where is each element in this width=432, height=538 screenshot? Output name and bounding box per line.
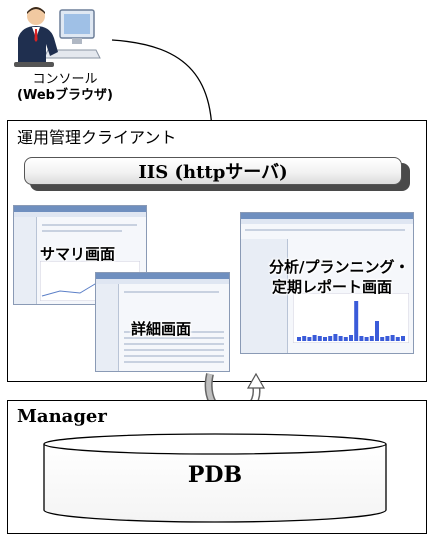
- analysis-thumbnail-bar: [369, 336, 374, 341]
- iis-server-box: IIS (httpサーバ): [24, 157, 402, 185]
- analysis-thumbnail-bar: [390, 335, 395, 341]
- analysis-thumbnail-bar: [333, 334, 338, 341]
- console-label-line1: コンソール: [32, 72, 98, 87]
- analysis-thumbnail-bar: [349, 335, 353, 341]
- analysis-screen-thumbnail: [240, 212, 414, 354]
- analysis-bar-chart: [293, 293, 409, 343]
- analysis-screen-label-line1: 分析/プランニング・: [269, 258, 410, 276]
- management-client-title: 運用管理クライアント: [17, 128, 177, 147]
- analysis-thumbnail-bar: [359, 336, 364, 341]
- analysis-thumbnail-bar: [385, 336, 390, 341]
- analysis-thumbnail-bar: [297, 337, 301, 341]
- analysis-thumbnail-bar: [307, 337, 312, 341]
- analysis-thumbnail-bar: [375, 321, 379, 341]
- analysis-thumbnail-bar: [395, 337, 400, 341]
- analysis-thumbnail-bar: [343, 337, 348, 341]
- analysis-thumbnail-bar: [317, 336, 322, 341]
- analysis-thumbnail-bar: [312, 335, 317, 341]
- iis-server-label: IIS (httpサーバ): [138, 162, 288, 183]
- console-label: コンソール (Webブラウザ): [10, 72, 120, 104]
- manager-title: Manager: [17, 406, 107, 427]
- summary-screen-label: サマリ画面: [40, 245, 116, 263]
- analysis-thumbnail-bar: [401, 336, 405, 341]
- user-computer-icon: [14, 7, 101, 67]
- analysis-thumbnail-bar: [338, 336, 343, 341]
- detail-screen-thumbnail: [95, 272, 230, 372]
- analysis-thumbnail-bar: [380, 337, 385, 341]
- pdb-label: PDB: [187, 462, 243, 488]
- analysis-thumbnail-bar: [328, 336, 333, 341]
- pdb-database-cylinder: [43, 433, 387, 523]
- detail-screen-label: 詳細画面: [131, 320, 192, 338]
- console-label-line2: (Webブラウザ): [17, 88, 113, 103]
- analysis-thumbnail-bar: [354, 301, 359, 341]
- analysis-thumbnail-bar: [302, 336, 307, 341]
- analysis-thumbnail-bar: [323, 337, 327, 341]
- analysis-screen-label-line2: 定期レポート画面: [272, 278, 393, 296]
- analysis-thumbnail-bar: [364, 337, 369, 341]
